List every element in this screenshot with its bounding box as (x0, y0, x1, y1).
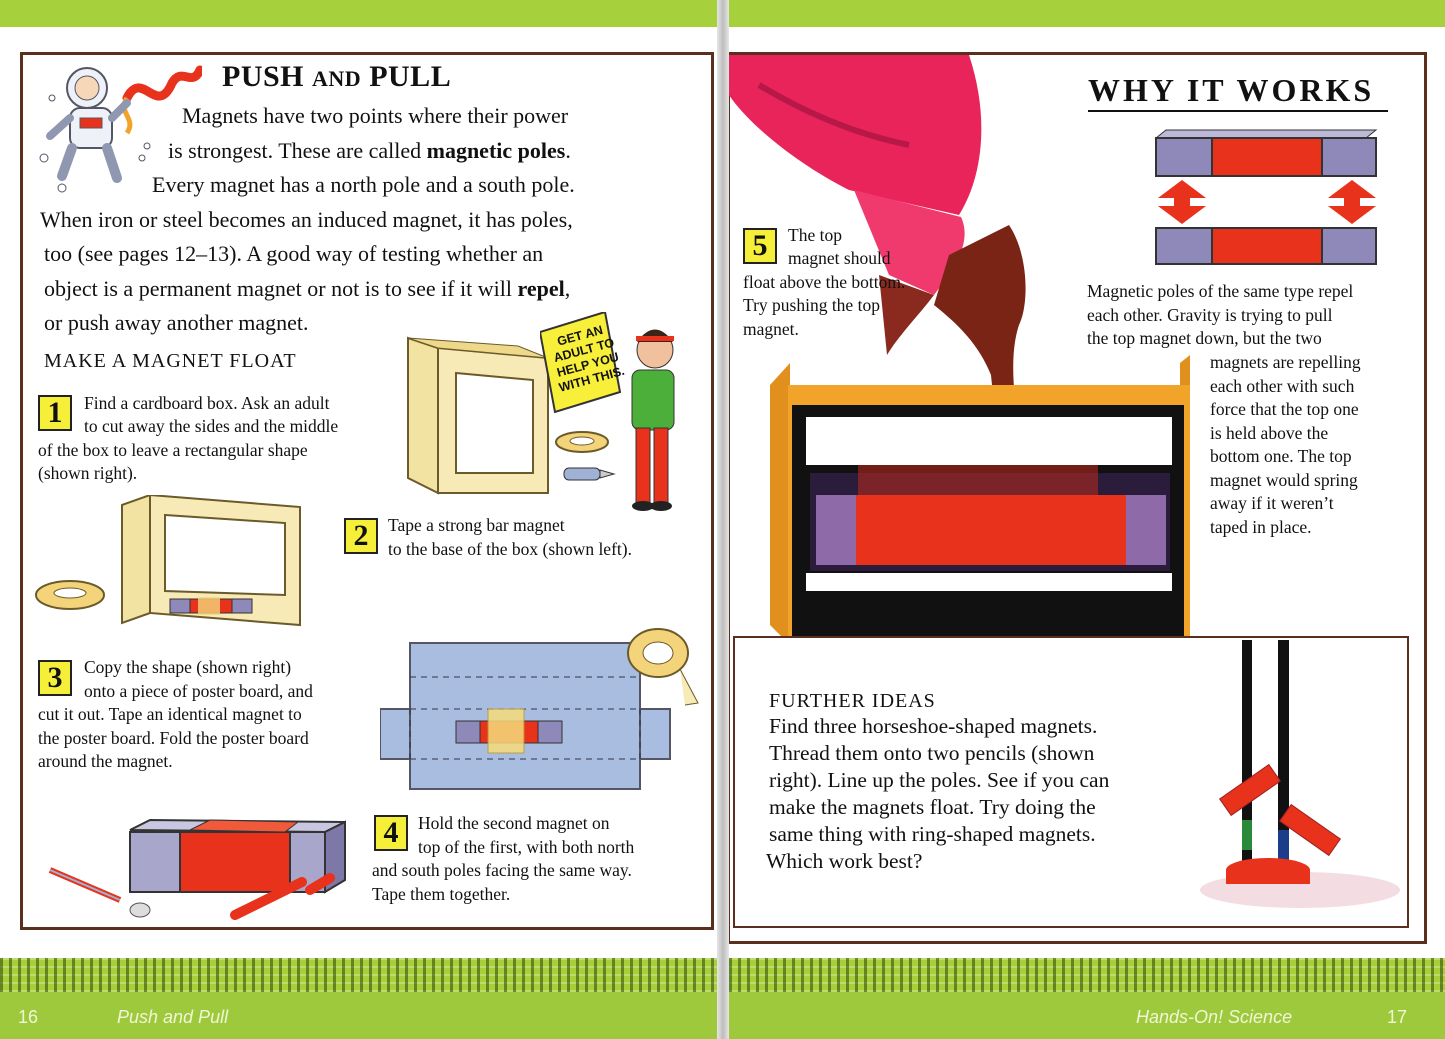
further-ideas-heading: FURTHER IDEAS (769, 690, 936, 712)
step-3-line-1: Copy the shape (shown right) (84, 657, 292, 677)
tape-and-cutter-illustration (555, 431, 616, 481)
box-with-magnet-illustration (35, 495, 301, 627)
step-2-line-1: Tape a strong bar magnet (388, 515, 565, 535)
wrapped-magnet-illustration (48, 818, 346, 920)
why-line-7: is held above the (1210, 423, 1329, 443)
further-line-2: Thread them onto two pencils (shown (769, 741, 1095, 765)
why-line-10: away if it weren’t (1210, 493, 1334, 513)
step-2-number: 2 (344, 518, 378, 554)
step-3-line-4: the poster board. Fold the poster board (38, 728, 309, 748)
title-pull: Pull (369, 60, 452, 93)
repel-bold: repel (517, 276, 565, 301)
intro-line-6: object is a permanent magnet or not is t… (44, 272, 570, 307)
step-4-number: 4 (374, 815, 408, 851)
step-1-line-3: of the box to leave a rectangular shape (38, 440, 308, 460)
why-line-9: magnet would spring (1210, 470, 1358, 490)
step-5-line-2: magnet should (788, 248, 891, 268)
step-4-line-4: Tape them together. (372, 884, 511, 904)
step-3-line-3: cut it out. Tape an identical magnet to (38, 704, 302, 724)
step-1-line-4: (shown right). (38, 463, 138, 483)
further-line-4: make the magnets float. Try doing the (769, 795, 1096, 819)
why-line-2: each other. Gravity is trying to pull (1087, 305, 1333, 325)
intro-line-1: Magnets have two points where their powe… (182, 103, 569, 128)
step-1-line-1: Find a cardboard box. Ask an adult (84, 393, 330, 413)
step-4-line-1: Hold the second magnet on (418, 813, 610, 833)
intro-line-5: too (see pages 12–13). A good way of tes… (44, 241, 544, 266)
astronaut-illustration (39, 65, 202, 193)
repelling-magnets-diagram (1154, 129, 1378, 265)
step-3-line-2: onto a piece of poster board, and (84, 681, 313, 701)
why-line-3: the top magnet down, but the two (1087, 328, 1322, 348)
intro-line-4: When iron or steel becomes an induced ma… (40, 207, 573, 232)
why-line-6: force that the top one (1210, 399, 1359, 419)
step-2-line-2: to the base of the box (shown left). (388, 539, 632, 559)
title-and: and (312, 66, 362, 91)
step-5-line-4: Try pushing the top (743, 295, 880, 315)
intro-line-2: is strongest. These are called magnetic … (168, 134, 571, 169)
intro-period: . (565, 138, 571, 163)
intro-line-2-text: is strongest. These are called (168, 138, 422, 163)
page-title: Push and Pull (222, 60, 451, 94)
floating-magnet-box-photo (770, 355, 1190, 655)
further-line-6: Which work best? (766, 849, 923, 873)
intro-line-3: Every magnet has a north pole and a sout… (152, 172, 575, 197)
why-line-1: Magnetic poles of the same type repel (1087, 281, 1354, 301)
step-3-number: 3 (38, 660, 72, 696)
why-line-8: bottom one. The top (1210, 446, 1352, 466)
page-number-left: 16 (18, 1007, 39, 1027)
girl-with-sign-illustration (540, 312, 675, 511)
intro-comma: , (564, 276, 571, 301)
step-4-line-2: top of the first, with both north (418, 837, 635, 857)
footer-title-left: Push and Pull (117, 1007, 229, 1027)
title-push: Push (222, 60, 305, 93)
magnetic-poles-bold: magnetic poles (426, 138, 566, 163)
why-line-5: each other with such (1210, 376, 1355, 396)
step-3-line-5: around the magnet. (38, 751, 173, 771)
footer-band-left (0, 992, 717, 1039)
pointing-hand-photo (729, 55, 1026, 452)
step-1-line-2: to cut away the sides and the middle (84, 416, 339, 436)
further-line-5: same thing with ring-shaped magnets. (769, 822, 1096, 846)
step-5-number: 5 (743, 228, 777, 264)
further-line-3: right). Line up the poles. See if you ca… (769, 768, 1110, 792)
page-number-right: 17 (1387, 1007, 1408, 1027)
footer-pattern-left (0, 958, 717, 992)
further-line-1: Find three horseshoe-shaped magnets. (769, 714, 1098, 738)
horseshoe-magnets-photo (1200, 640, 1400, 908)
page-gutter (717, 0, 729, 1039)
why-line-11: taped in place. (1210, 517, 1312, 537)
cardboard-frame-illustration (407, 336, 549, 495)
poster-board-template-illustration (380, 628, 699, 790)
step-5-line-5: magnet. (743, 319, 799, 339)
intro-line-6-text: object is a permanent magnet or not is t… (44, 276, 512, 301)
footer-pattern-right (729, 958, 1445, 992)
why-line-4: magnets are repelling (1210, 352, 1361, 372)
footer-series-right: Hands-On! Science (1136, 1007, 1293, 1027)
step-5-line-3: float above the bottom. (743, 272, 906, 292)
step-4-line-3: and south poles facing the same way. (372, 860, 632, 880)
step-5-line-1: The top (788, 225, 842, 245)
why-underline (1088, 110, 1388, 112)
step-1-number: 1 (38, 395, 72, 431)
intro-line-7: or push away another magnet. (44, 310, 309, 335)
section-heading: MAKE A MAGNET FLOAT (44, 350, 297, 372)
why-heading: WHY IT WORKS (1088, 72, 1375, 108)
footer-band-right (729, 992, 1445, 1039)
